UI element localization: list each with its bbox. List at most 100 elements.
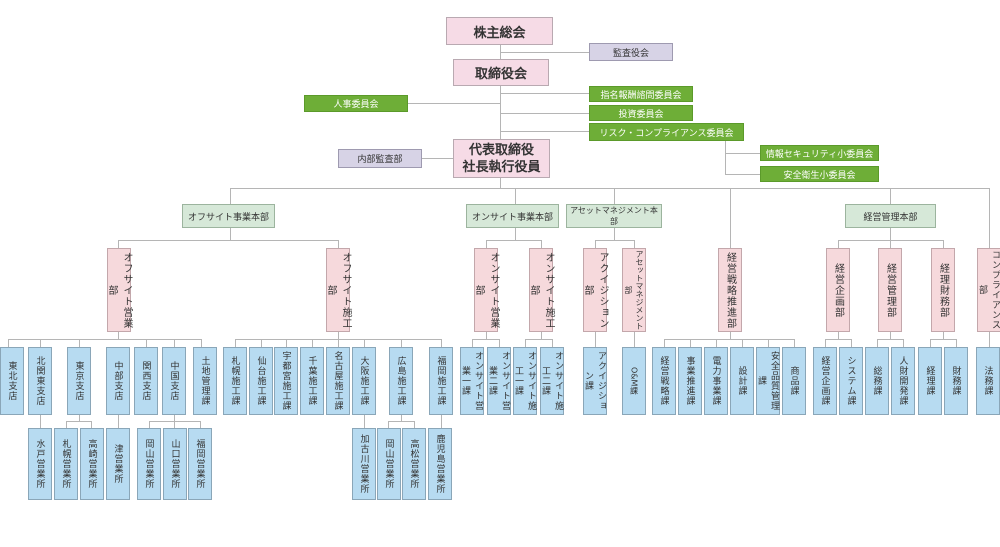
unit-label: 商品課	[788, 366, 799, 396]
dept-admin-label: 経営管理部	[884, 262, 896, 318]
unit-label: システム課	[845, 356, 856, 406]
unit-label: 宇都宮施工課	[280, 351, 291, 411]
ceo-title-line2: 社長執行役員	[462, 159, 541, 175]
infosec-subcommittee-box: 情報セキュリティ小委員会	[760, 145, 879, 161]
unit-box: アクイジション課	[583, 347, 607, 415]
unit-label: 中国支店	[168, 361, 179, 401]
unit-box: オンサイト営業二課	[487, 347, 511, 415]
audit-board-box: 監査役会	[589, 43, 673, 61]
unit-box: 関西支店	[134, 347, 158, 415]
unit-label: アクイジション課	[583, 351, 606, 411]
unit-label: 仙台施工課	[255, 356, 266, 406]
unit-box: 人財開発課	[891, 347, 915, 415]
unit-box: 中部支店	[106, 347, 130, 415]
unit-box: 仙台施工課	[249, 347, 273, 415]
nomination-committee-box: 指名報酬諮問委員会	[589, 86, 693, 102]
office-label: 岡山営業所	[143, 439, 154, 489]
unit-label: 設計課	[736, 366, 747, 396]
dept-strategy-label: 経営戦略推進部	[724, 251, 736, 329]
unit-box: 事業推進課	[678, 347, 702, 415]
risk-compliance-committee-box: リスク・コンプライアンス委員会	[589, 123, 744, 141]
ceo-box: 代表取締役 社長執行役員	[453, 139, 550, 178]
division-asset-management: アセットマネジメント本部	[566, 204, 662, 228]
office-box: 高崎営業所	[80, 428, 104, 500]
unit-label: 事業推進課	[684, 356, 695, 406]
office-box: 山口営業所	[163, 428, 187, 500]
unit-label: 人財開発課	[897, 356, 908, 406]
dept-asset-management-label: アセットマネジメント部	[624, 250, 644, 330]
office-label: 高松営業所	[408, 439, 419, 489]
dept-planning: 経営企画部	[826, 248, 850, 332]
unit-label: 福岡施工課	[435, 356, 446, 406]
unit-label: 東北支店	[6, 361, 17, 401]
unit-box: 北関東支店	[28, 347, 52, 415]
division-offsite: オフサイト事業本部	[182, 204, 275, 228]
division-onsite: オンサイト事業本部	[466, 204, 559, 228]
infosec-subcommittee-label: 情報セキュリティ小委員会	[765, 149, 874, 160]
dept-acquisition-label: アクイジション部	[582, 251, 608, 329]
office-box: 高松営業所	[402, 428, 426, 500]
office-label: 山口営業所	[169, 439, 180, 489]
audit-board-label: 監査役会	[612, 48, 649, 59]
dept-planning-label: 経営企画部	[832, 262, 844, 318]
office-label: 加古川営業所	[358, 434, 369, 494]
unit-box: 財務課	[944, 347, 968, 415]
unit-label: オンサイト施工一課	[513, 351, 536, 411]
office-label: 岡山営業所	[383, 439, 394, 489]
office-box: 水戸営業所	[28, 428, 52, 500]
unit-label: 電力事業課	[710, 356, 721, 406]
unit-box: 法務課	[976, 347, 1000, 415]
office-box: 岡山営業所	[377, 428, 401, 500]
division-onsite-label: オンサイト事業本部	[471, 212, 553, 223]
office-label: 高崎営業所	[86, 439, 97, 489]
dept-finance-label: 経理財務部	[937, 262, 949, 318]
investment-committee-box: 投資委員会	[589, 105, 693, 121]
unit-box: オンサイト営業一課	[460, 347, 484, 415]
unit-box: 東京支店	[67, 347, 91, 415]
internal-audit-box: 内部監査部	[338, 149, 422, 168]
board-of-directors-box: 取締役会	[453, 59, 549, 86]
unit-label: 千葉施工課	[306, 356, 317, 406]
dept-compliance-label: コンプライアンス部	[977, 250, 1000, 330]
dept-strategy: 経営戦略推進部	[718, 248, 742, 332]
unit-label: 中部支店	[112, 361, 123, 401]
investment-committee-label: 投資委員会	[618, 109, 664, 120]
unit-box: オンサイト施工二課	[540, 347, 564, 415]
unit-label: 法務課	[982, 366, 993, 396]
risk-compliance-committee-label: リスク・コンプライアンス委員会	[599, 128, 734, 139]
dept-compliance: コンプライアンス部	[977, 248, 1000, 332]
dept-offsite-sales-label: オフサイト営業部	[106, 251, 132, 329]
unit-label: 安全品質管理課	[756, 351, 779, 411]
dept-offsite-sales: オフサイト営業部	[106, 248, 132, 332]
unit-label: O&M課	[629, 367, 639, 395]
ceo-title-line1: 代表取締役	[468, 142, 534, 158]
unit-box: 札幌施工課	[223, 347, 247, 415]
unit-label: 財務課	[950, 366, 961, 396]
unit-box: 福岡施工課	[429, 347, 453, 415]
unit-box: 大阪施工課	[352, 347, 376, 415]
unit-label: オンサイト営業二課	[487, 351, 510, 411]
division-management-label: 経営管理本部	[863, 212, 918, 223]
unit-box: 中国支店	[162, 347, 186, 415]
unit-label: 名古屋施工課	[332, 351, 343, 411]
unit-label: オンサイト施工二課	[540, 351, 563, 411]
safety-subcommittee-box: 安全衛生小委員会	[760, 166, 879, 182]
dept-finance: 経理財務部	[931, 248, 955, 332]
office-box: 鹿児島営業所	[428, 428, 452, 500]
unit-label: 関西支店	[140, 361, 151, 401]
office-box: 岡山営業所	[137, 428, 161, 500]
unit-box: 経営戦略課	[652, 347, 676, 415]
unit-label: 土地管理課	[199, 356, 210, 406]
unit-label: 北関東支店	[34, 356, 45, 406]
office-box: 福岡営業所	[188, 428, 212, 500]
hr-committee-box: 人事委員会	[304, 95, 408, 112]
office-box: 加古川営業所	[352, 428, 376, 500]
unit-box: 電力事業課	[704, 347, 728, 415]
division-offsite-label: オフサイト事業本部	[187, 212, 269, 223]
unit-box: 総務課	[865, 347, 889, 415]
dept-acquisition: アクイジション部	[582, 248, 608, 332]
office-label: 鹿児島営業所	[434, 434, 445, 494]
office-label: 福岡営業所	[194, 439, 205, 489]
unit-box: 広島施工課	[389, 347, 413, 415]
unit-box: 名古屋施工課	[326, 347, 350, 415]
